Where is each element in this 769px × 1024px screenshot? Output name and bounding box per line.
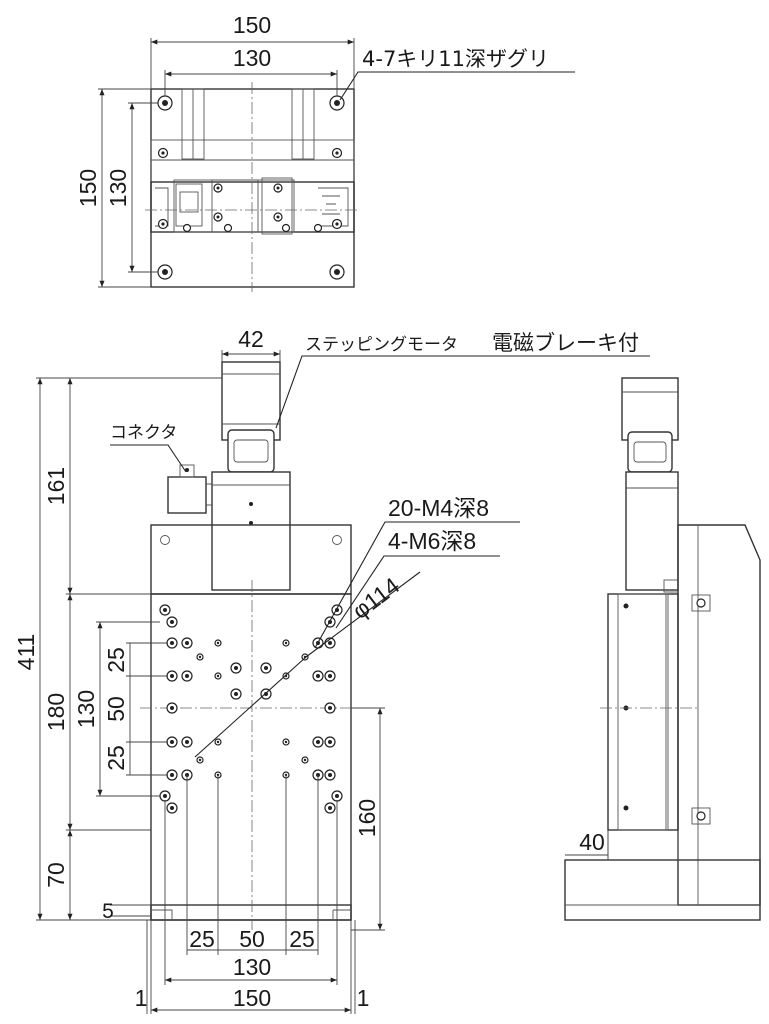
front-view: φ114 42 ステッピングモータ 電磁ブレーキ付 コネクタ 20-M4深8 4… — [13, 326, 650, 1014]
table-hole-22-center — [163, 794, 167, 798]
callout-counterbore-holes: 4-7キリ11深ザグリ — [362, 47, 549, 71]
table-hole-2-center — [170, 620, 174, 624]
table-hole-12-center — [170, 706, 174, 710]
side-column — [677, 524, 761, 906]
table-m6-hole-2-center — [234, 692, 238, 696]
table-hole-14-center — [170, 740, 174, 744]
table-hole-16-center — [316, 740, 320, 744]
table-hole-4-center — [170, 641, 174, 645]
top-dim-130-horizontal: 130 — [233, 45, 271, 71]
side-motor-body — [621, 377, 679, 441]
table-hole-0-center — [163, 608, 167, 612]
callout-4-m6-depth-8: 4-M6深8 — [388, 528, 476, 554]
callout-connector: コネクタ — [110, 423, 177, 443]
side-view: 40 — [564, 377, 761, 921]
dim-bottom-25-right: 25 — [289, 926, 315, 952]
dim-70: 70 — [43, 862, 69, 888]
dim-gap-right-1: 1 — [357, 985, 370, 1011]
table-hole-10-center — [316, 674, 320, 678]
dim-motor-width-42: 42 — [238, 326, 264, 352]
top-dim-150-vertical: 150 — [75, 169, 101, 207]
table-hole-5-center — [185, 641, 189, 645]
table-hole-17-center — [328, 740, 332, 744]
motor-brake — [227, 429, 275, 473]
table-m4-hole-2-center — [216, 674, 220, 678]
top-dim-130-vertical: 130 — [105, 169, 131, 207]
top-small-holes — [157, 147, 343, 233]
dim-bottom-50: 50 — [239, 926, 265, 952]
table-hole-15-center — [185, 740, 189, 744]
table-hole-18-center — [170, 773, 174, 777]
dim-160: 160 — [354, 799, 380, 837]
dim-side-40: 40 — [579, 829, 605, 855]
table-m4-hole-11-center — [303, 758, 307, 762]
motor-flange — [211, 471, 291, 591]
table-m4-hole-8-center — [198, 655, 202, 659]
table-hole-13-center — [328, 706, 332, 710]
table-hole-7-center — [328, 641, 332, 645]
table-m4-hole-10-center — [198, 758, 202, 762]
dim-gap-left-1: 1 — [135, 985, 148, 1011]
dim-50-vertical: 50 — [103, 696, 129, 722]
dim-bottom-150: 150 — [233, 985, 271, 1011]
top-motor-block — [150, 181, 355, 233]
dim-bottom-25-left: 25 — [189, 926, 215, 952]
dim-25-lower: 25 — [103, 745, 129, 771]
dim-25-upper: 25 — [103, 647, 129, 673]
table-hole-9-center — [185, 674, 189, 678]
motor-body — [221, 361, 281, 441]
dim-5: 5 — [102, 900, 114, 923]
table-hole-8-center — [170, 674, 174, 678]
table-m6-hole-1-center — [264, 666, 268, 670]
table-m4-hole-1-center — [284, 641, 288, 645]
dim-bottom-130: 130 — [233, 954, 271, 980]
top-corner-holes — [157, 95, 345, 280]
dim-180: 180 — [43, 693, 69, 731]
callout-20-m4-depth-8: 20-M4深8 — [388, 495, 489, 521]
table-hole-23-center — [335, 794, 339, 798]
side-table — [607, 593, 679, 831]
table-m4-hole-5-center — [284, 740, 288, 744]
front-table-holes — [159, 604, 343, 814]
dim-161: 161 — [43, 467, 69, 505]
table-m4-hole-4-center — [216, 740, 220, 744]
connector-body — [167, 476, 207, 514]
top-dim-150-horizontal: 150 — [233, 12, 271, 38]
table-hole-25-center — [328, 806, 332, 810]
callout-electromagnetic-brake: 電磁ブレーキ付 — [492, 331, 639, 355]
table-m6-hole-0-center — [234, 666, 238, 670]
table-m4-hole-0-center — [216, 641, 220, 645]
table-hole-11-center — [328, 674, 332, 678]
table-hole-24-center — [170, 806, 174, 810]
table-m6-hole-3-center — [264, 692, 268, 696]
dim-total-411: 411 — [13, 634, 39, 671]
table-hole-21-center — [328, 773, 332, 777]
top-view: 150 130 150 130 4-7キリ11深ザグリ — [75, 12, 575, 292]
side-base — [564, 859, 761, 921]
callout-stepping-motor: ステッピングモータ — [305, 335, 458, 355]
dim-130-vertical: 130 — [73, 690, 99, 728]
